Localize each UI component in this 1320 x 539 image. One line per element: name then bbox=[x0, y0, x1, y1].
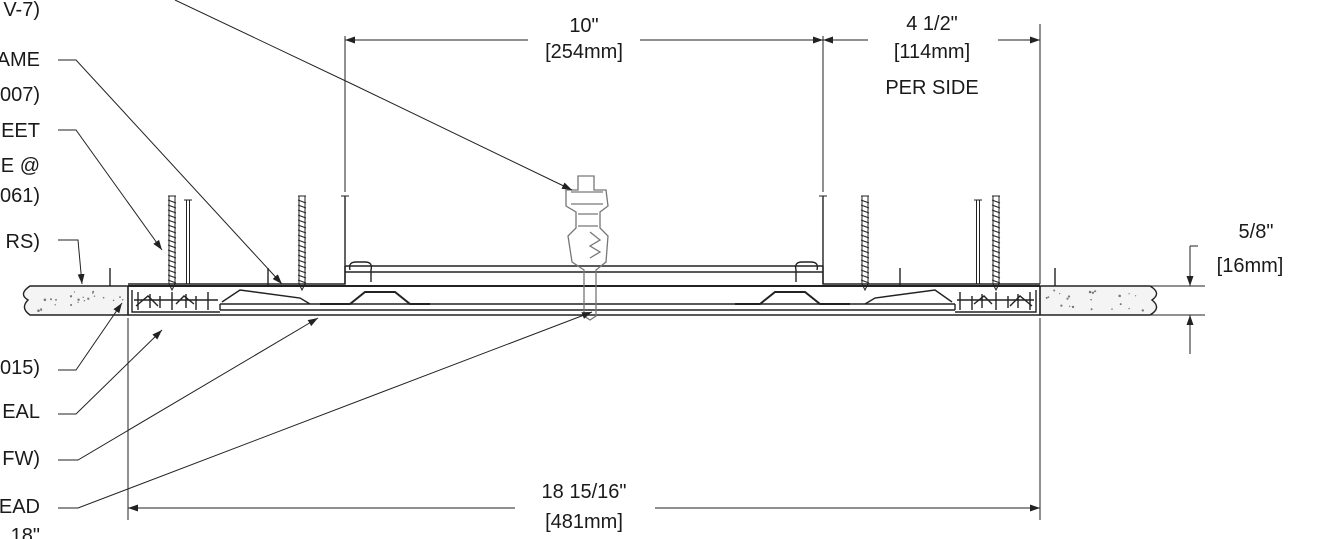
screw bbox=[167, 195, 177, 292]
board-speck bbox=[1088, 290, 1092, 294]
board-speck bbox=[1045, 296, 1048, 299]
dimension-side-metric: [114mm] bbox=[894, 41, 970, 63]
board-speck bbox=[1071, 305, 1075, 309]
dimension-side-note: PER SIDE bbox=[885, 77, 978, 99]
dimension-side-width bbox=[823, 24, 1041, 284]
screw bbox=[860, 195, 870, 292]
board-speck bbox=[119, 296, 121, 299]
callout-3-line2: E @ bbox=[1, 155, 40, 177]
board-speck bbox=[1119, 303, 1122, 306]
drywall-screws bbox=[167, 195, 1001, 292]
dimension-thickness bbox=[1045, 245, 1205, 354]
board-speck bbox=[1128, 307, 1130, 310]
callout-8-line1: EAD bbox=[0, 496, 40, 518]
board-speck bbox=[102, 296, 105, 299]
screw bbox=[819, 195, 827, 266]
door-leaf bbox=[344, 261, 824, 284]
board-speck bbox=[37, 309, 40, 312]
callout-8-line2: 18" bbox=[11, 525, 40, 539]
callout-2-line2: 007) bbox=[0, 84, 40, 106]
leader-lines bbox=[58, 0, 593, 509]
board-speck bbox=[93, 295, 96, 297]
board-speck bbox=[43, 298, 47, 302]
board-speck bbox=[92, 290, 95, 293]
board-speck bbox=[55, 298, 57, 301]
board-speck bbox=[1067, 295, 1071, 298]
board-speck bbox=[70, 303, 73, 307]
screw bbox=[991, 195, 1001, 292]
dimension-thickness-imperial: 5/8" bbox=[1239, 221, 1274, 243]
board-speck bbox=[112, 299, 115, 302]
callout-1: V-7) bbox=[3, 0, 40, 21]
board-speck bbox=[1060, 304, 1063, 307]
board-speck bbox=[1093, 290, 1096, 293]
board-speck bbox=[1066, 297, 1069, 300]
gypsum-board-left bbox=[22, 285, 129, 316]
board-speck bbox=[82, 296, 84, 299]
board-speck bbox=[1090, 308, 1093, 311]
board-speck bbox=[50, 298, 52, 301]
board-speck bbox=[1053, 289, 1056, 292]
board-speck bbox=[1118, 294, 1121, 298]
callout-2-line1: AME bbox=[0, 49, 40, 71]
board-texture bbox=[37, 289, 1145, 312]
screw bbox=[341, 195, 349, 266]
board-speck bbox=[1069, 305, 1071, 307]
callout-5: 015) bbox=[0, 357, 40, 379]
callout-4: RS) bbox=[6, 231, 40, 253]
gypsum-board-right bbox=[1039, 285, 1158, 316]
dimension-center-width bbox=[344, 36, 824, 192]
dimension-overall-imperial: 18 15/16" bbox=[542, 481, 627, 503]
board-speck bbox=[73, 291, 76, 293]
board-speck bbox=[1134, 295, 1137, 297]
cam-latch bbox=[565, 175, 609, 321]
board-speck bbox=[92, 292, 94, 294]
board-speck bbox=[77, 301, 79, 303]
board-speck bbox=[1059, 293, 1061, 295]
board-speck bbox=[1141, 309, 1145, 312]
board-speck bbox=[87, 297, 90, 300]
panel-frame-section bbox=[109, 196, 1056, 316]
board-speck bbox=[1111, 308, 1113, 310]
board-speck bbox=[121, 299, 124, 301]
screw bbox=[297, 195, 307, 292]
dimension-thickness-metric: [16mm] bbox=[1217, 255, 1284, 277]
board-speck bbox=[1047, 296, 1050, 298]
dimension-center-metric: [254mm] bbox=[545, 41, 623, 63]
board-speck bbox=[40, 309, 42, 312]
board-speck bbox=[83, 299, 86, 302]
callout-6: EAL bbox=[2, 401, 40, 423]
dimension-center-imperial: 10" bbox=[569, 15, 598, 37]
board-speck bbox=[77, 298, 80, 301]
dimension-side-imperial: 4 1/2" bbox=[906, 13, 958, 35]
board-speck bbox=[69, 295, 73, 298]
screw bbox=[974, 199, 982, 284]
dimension-overall-width bbox=[127, 318, 1041, 520]
callout-7: FW) bbox=[2, 448, 40, 470]
screw bbox=[184, 199, 192, 284]
dimension-overall-metric: [481mm] bbox=[545, 511, 623, 533]
board-speck bbox=[54, 304, 56, 306]
board-speck bbox=[1128, 293, 1130, 295]
callout-3-line3: 061) bbox=[0, 185, 40, 207]
board-speck bbox=[1091, 291, 1095, 294]
board-speck bbox=[1090, 298, 1092, 301]
callout-3-line1: EET bbox=[1, 120, 40, 142]
